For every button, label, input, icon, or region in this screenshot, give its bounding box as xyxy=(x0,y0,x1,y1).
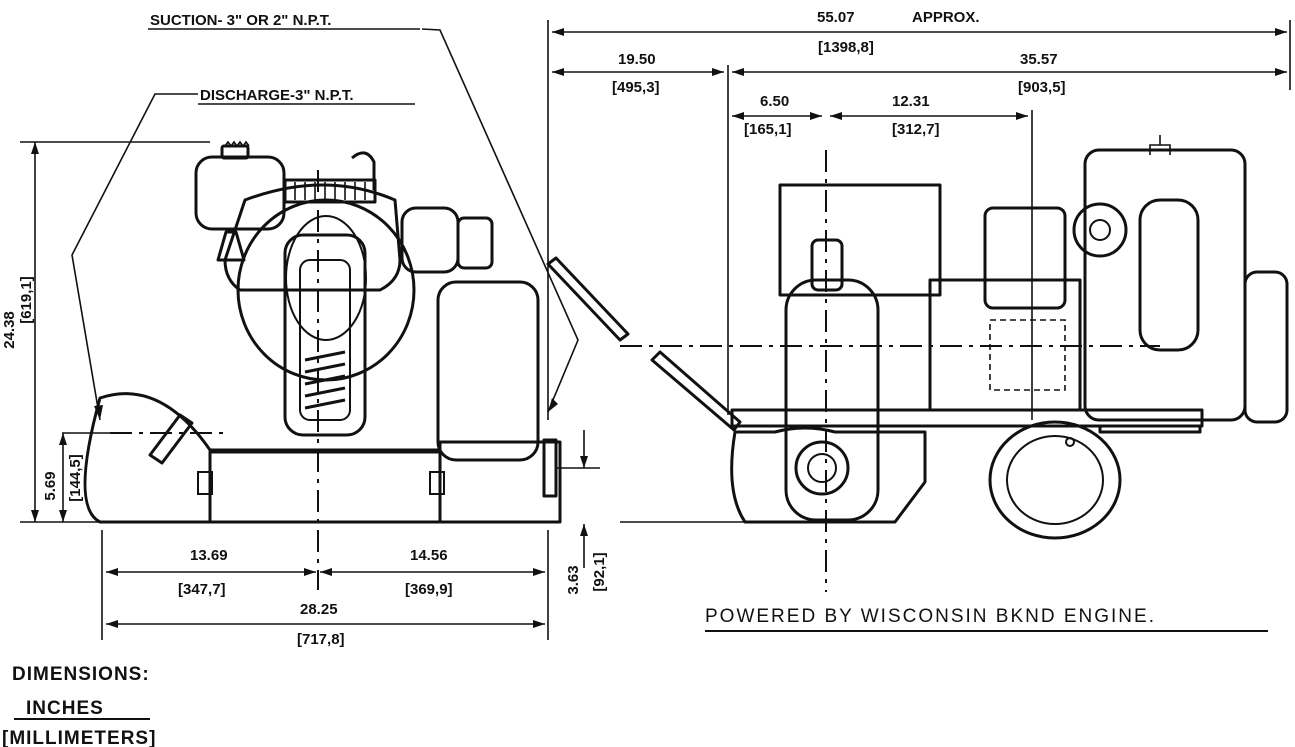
width-right-mm: [369,9] xyxy=(405,581,453,598)
svg-text:24.38: 24.38 xyxy=(1,311,18,349)
base-skid xyxy=(83,392,562,524)
discharge-leader xyxy=(71,93,198,421)
width-left-mm: [347,7] xyxy=(178,581,226,598)
suction-callout: SUCTION- 3" OR 2" N.P.T. xyxy=(150,12,331,29)
adjusting-screw xyxy=(304,350,346,410)
engine-note: POWERED BY WISCONSIN BKND ENGINE. xyxy=(705,606,1156,627)
discharge-flange xyxy=(148,413,194,465)
battery-box xyxy=(436,280,540,462)
engine-block xyxy=(1083,148,1247,422)
width-overall-mm: [717,8] xyxy=(297,631,345,648)
gap-mm: [92,1] xyxy=(591,552,608,591)
tow-handle-upper xyxy=(546,256,630,342)
offset-pump-mm: [165,1] xyxy=(744,121,792,138)
legend-millimeters: [MILLIMETERS] xyxy=(2,728,156,747)
offset-pump-in: 6.50 xyxy=(760,93,789,110)
side-view: 55.07 APPROX. [1398,8] 19.50 [495,3] 35.… xyxy=(546,9,1291,632)
length-rear-in: 35.57 xyxy=(1020,51,1058,68)
engine-housing xyxy=(223,183,402,292)
suction-flange xyxy=(542,438,558,498)
pump-housing-side xyxy=(778,183,942,297)
length-front-mm: [495,3] xyxy=(612,79,660,96)
side-skid xyxy=(730,426,927,524)
svg-text:5.69: 5.69 xyxy=(42,471,59,500)
carburetor xyxy=(1138,198,1200,352)
units-legend: DIMENSIONS: INCHES [MILLIMETERS] xyxy=(2,664,156,747)
width-left-in: 13.69 xyxy=(190,547,228,564)
suction-leader xyxy=(421,28,579,413)
height-discharge-in: 5.69 xyxy=(42,471,59,500)
offset-axle-mm: [312,7] xyxy=(892,121,940,138)
length-overall-mm: [1398,8] xyxy=(818,39,874,56)
pump-frame xyxy=(283,233,367,437)
svg-text:3.63: 3.63 xyxy=(565,565,582,594)
svg-text:[144,5]: [144,5] xyxy=(67,454,84,502)
length-overall-approx: APPROX. xyxy=(912,9,980,26)
exhaust-pipe xyxy=(351,151,376,190)
length-front-in: 19.50 xyxy=(618,51,656,68)
svg-text:[92,1]: [92,1] xyxy=(591,552,608,591)
legend-title: DIMENSIONS: xyxy=(12,664,150,685)
legend-inches: INCHES xyxy=(26,698,104,719)
tow-handle-lower xyxy=(650,350,742,432)
gap-in: 3.63 xyxy=(565,565,582,594)
wheel xyxy=(988,420,1122,540)
coupling-hidden xyxy=(989,319,1066,391)
height-overall-in: 24.38 xyxy=(1,311,18,349)
starter-pulley xyxy=(1072,202,1128,258)
suction-port xyxy=(794,440,850,496)
length-overall-in: 55.07 xyxy=(817,9,855,26)
width-overall-in: 28.25 xyxy=(300,601,338,618)
side-frame-rail xyxy=(730,408,1204,428)
front-view: SUCTION- 3" OR 2" N.P.T. DISCHARGE-3" N.… xyxy=(1,12,608,648)
engine-head xyxy=(983,206,1067,310)
svg-text:[619,1]: [619,1] xyxy=(18,276,35,324)
length-rear-mm: [903,5] xyxy=(1018,79,1066,96)
height-discharge-mm: [144,5] xyxy=(67,454,84,502)
height-overall-mm: [619,1] xyxy=(18,276,35,324)
fuel-cap xyxy=(220,144,250,160)
discharge-callout: DISCHARGE-3" N.P.T. xyxy=(200,87,354,104)
flywheel-cover xyxy=(1243,270,1289,424)
base-frame xyxy=(208,450,442,524)
pump-body-side xyxy=(784,278,880,522)
offset-axle-in: 12.31 xyxy=(892,93,930,110)
width-right-in: 14.56 xyxy=(410,547,448,564)
